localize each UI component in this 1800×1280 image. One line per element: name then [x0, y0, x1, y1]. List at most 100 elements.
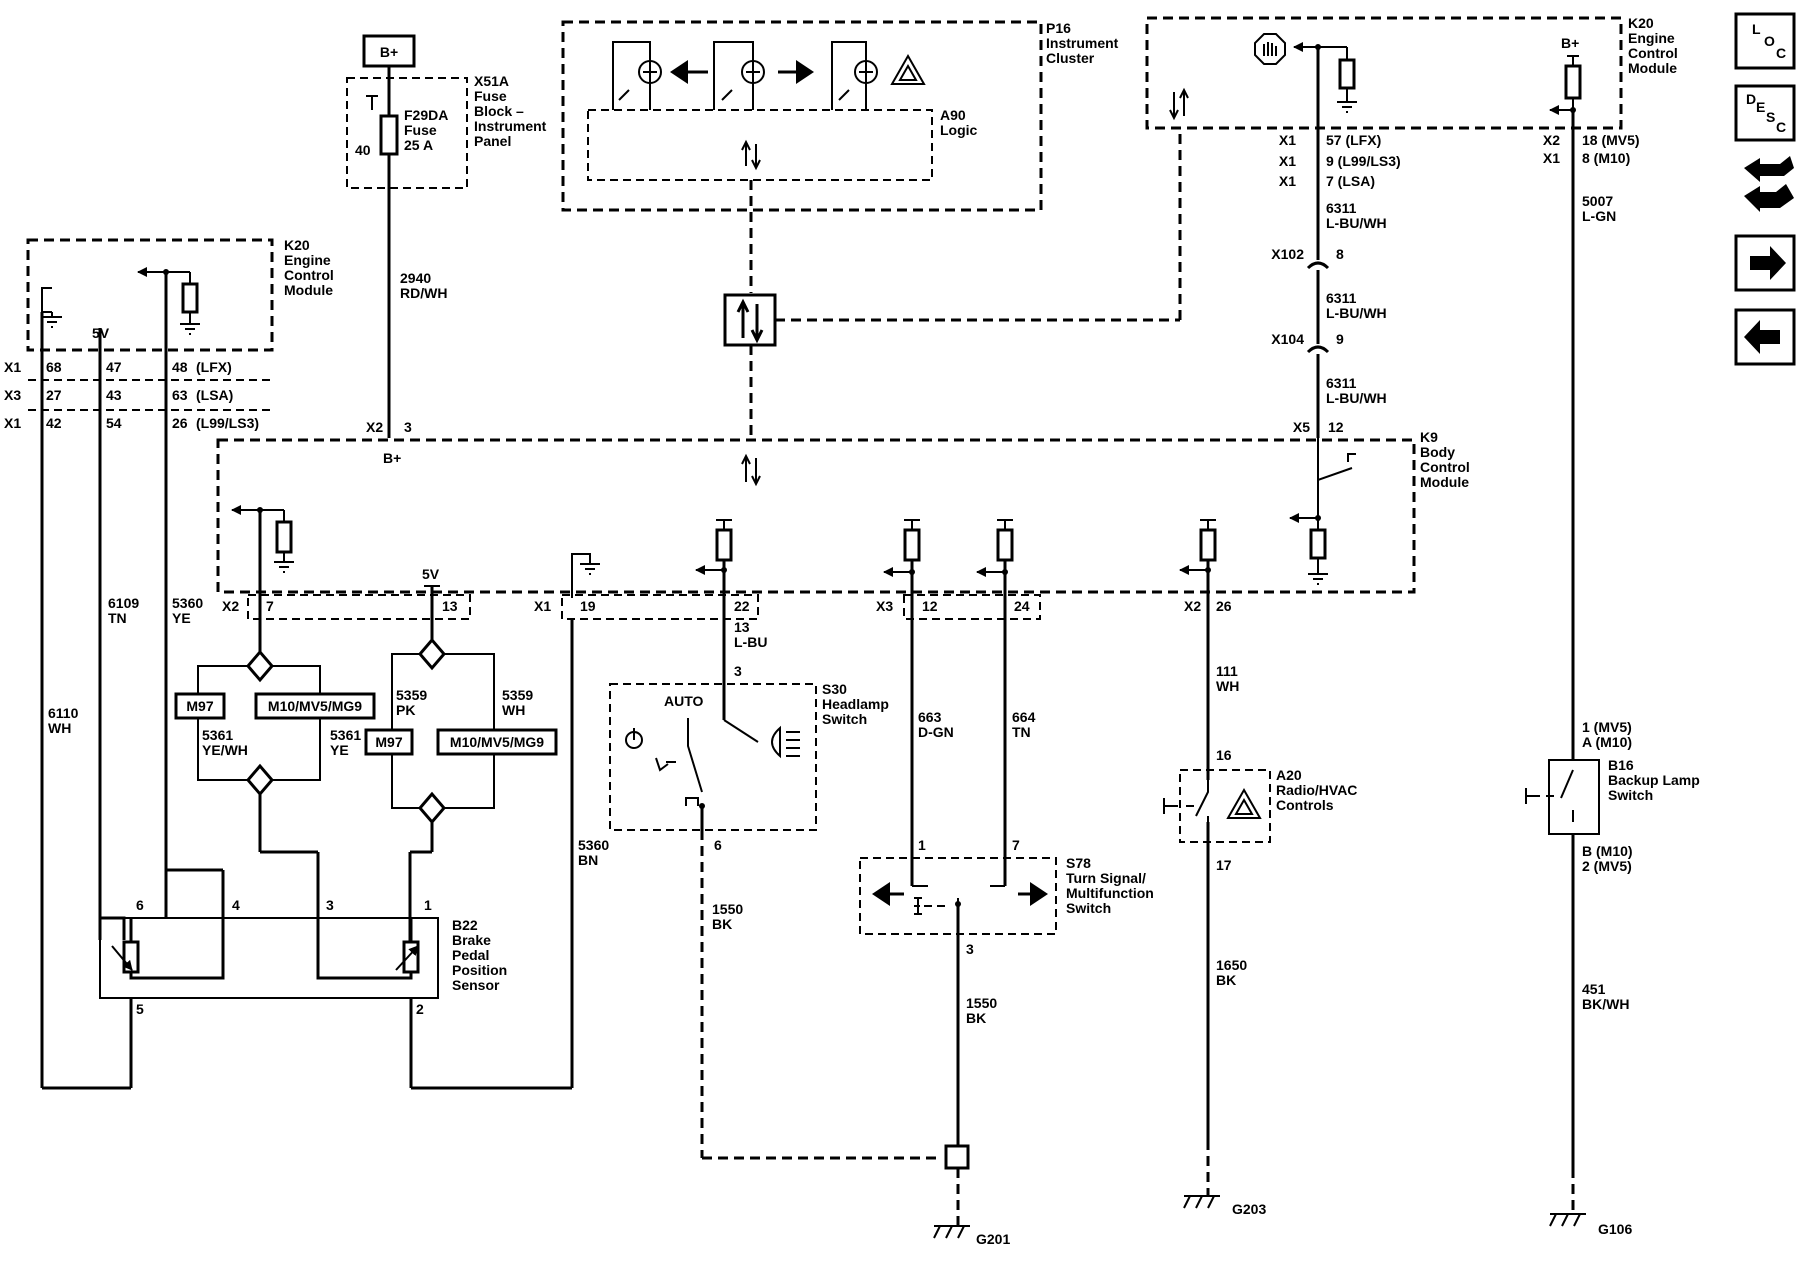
svg-text:M97: M97 — [375, 734, 402, 750]
svg-text:L: L — [1752, 21, 1761, 37]
x102-label: X102 — [1271, 246, 1304, 262]
fuse-f29da — [379, 114, 399, 156]
svg-text:X1: X1 — [1279, 153, 1296, 169]
headlamp-beam-icon — [771, 725, 781, 759]
ecm-top-right-conn: X2 18 (MV5) X1 8 (M10) — [1543, 132, 1640, 166]
svg-text:X3: X3 — [876, 598, 893, 614]
bcm-outline — [216, 438, 1416, 594]
svg-text:42: 42 — [46, 415, 62, 431]
svg-text:19: 19 — [580, 598, 596, 614]
x104-pin: 9 — [1336, 331, 1344, 347]
svg-text:1: 1 — [918, 837, 926, 853]
svg-text:S: S — [1766, 109, 1775, 125]
ecm-top-outline — [1145, 16, 1623, 130]
m10-badge-a — [254, 692, 376, 720]
svg-text:O: O — [1764, 33, 1775, 49]
svg-text:13: 13 — [442, 598, 458, 614]
g106-ground-icon — [1549, 1213, 1586, 1227]
svg-text:63: 63 — [172, 387, 188, 403]
svg-text:X3: X3 — [4, 387, 21, 403]
previous-page-button[interactable] — [1734, 308, 1796, 366]
svg-text:47: 47 — [106, 359, 122, 375]
svg-text:6: 6 — [714, 837, 722, 853]
svg-text:18 (MV5): 18 (MV5) — [1582, 132, 1640, 148]
ecm-top-bplus: B+ — [1561, 35, 1579, 51]
svg-text:M10/MV5/MG9: M10/MV5/MG9 — [268, 698, 362, 714]
description-button[interactable]: D E S C — [1734, 84, 1796, 142]
svg-text:4: 4 — [232, 897, 240, 913]
svg-text:48: 48 — [172, 359, 188, 375]
svg-text:7 (LSA): 7 (LSA) — [1326, 173, 1375, 189]
left-arrow-icon — [670, 60, 688, 84]
cluster-outline — [561, 20, 1043, 212]
fuse-block-outline — [346, 77, 468, 189]
ground-icon — [1337, 88, 1357, 113]
headlamp-outline — [609, 683, 817, 831]
x102-pin: 8 — [1336, 246, 1344, 262]
backup-outline — [1548, 759, 1600, 835]
svg-text:43: 43 — [106, 387, 122, 403]
svg-text:27: 27 — [46, 387, 62, 403]
svg-text:2: 2 — [416, 1001, 424, 1017]
backup-pin-bot: B (M10)2 (MV5) — [1582, 843, 1633, 874]
turn-left-arrow-icon — [872, 882, 890, 906]
svg-text:12: 12 — [922, 598, 938, 614]
svg-text:C: C — [1776, 45, 1786, 61]
g201-label: G201 — [976, 1231, 1010, 1247]
svg-text:3: 3 — [966, 941, 974, 957]
next-page-button[interactable] — [1734, 234, 1796, 292]
svg-text:26: 26 — [1216, 598, 1232, 614]
radio-hazard-icon — [1226, 787, 1262, 819]
serial-data-bus — [723, 130, 1182, 487]
hazard-indicator — [831, 41, 926, 110]
m97-badge-a — [174, 692, 226, 720]
svg-text:D: D — [1746, 91, 1756, 107]
bcm-5v: 5V — [422, 566, 440, 582]
svg-text:7: 7 — [1012, 837, 1020, 853]
svg-text:(LSA): (LSA) — [196, 387, 233, 403]
svg-text:X1: X1 — [4, 359, 21, 375]
turn-left-indicator — [612, 41, 708, 110]
location-button[interactable]: L O C — [1734, 12, 1796, 70]
ecm-left-row-0: X1 68 47 48 (LFX) — [4, 359, 232, 375]
svg-text:X1: X1 — [1279, 173, 1296, 189]
g106-label: G106 — [1598, 1221, 1632, 1237]
splice-box — [944, 1144, 970, 1170]
svg-text:6: 6 — [136, 897, 144, 913]
backup-pin-top: 1 (MV5)A (M10) — [1582, 719, 1632, 750]
svg-text:68: 68 — [46, 359, 62, 375]
bcm-x2-pin3: 3 — [404, 419, 412, 435]
fuse-pin-40: 40 — [355, 142, 371, 158]
svg-text:8 (M10): 8 (M10) — [1582, 150, 1630, 166]
svg-text:16: 16 — [1216, 747, 1232, 763]
connector-view-button[interactable] — [1744, 156, 1794, 212]
